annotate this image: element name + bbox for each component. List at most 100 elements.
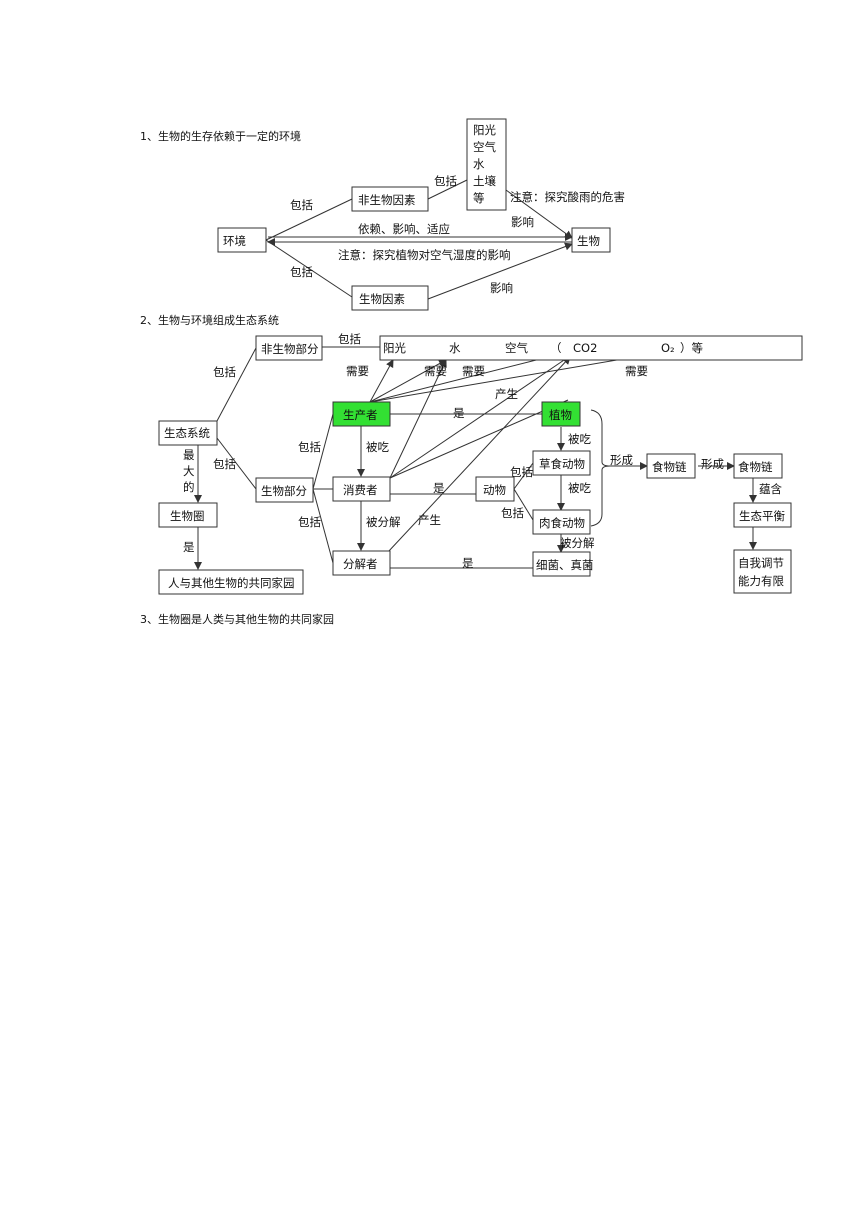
label-include-3: 包括 (434, 174, 457, 188)
box-food-web (733, 453, 783, 479)
heading-2: 2、生物与环境组成生态系统 (140, 313, 279, 327)
label-include-g: 包括 (501, 506, 524, 520)
label-form-2: 形成 (701, 457, 724, 471)
label-biosphere: 生物圈 (170, 509, 205, 523)
label-consumer: 消费者 (343, 483, 378, 497)
label-biotic-part: 生物部分 (261, 484, 307, 498)
label-include-1: 包括 (290, 198, 313, 212)
box-producer (332, 401, 391, 427)
label-include-a: 包括 (338, 332, 361, 346)
box-biotic-part (255, 477, 314, 503)
label-relation: 依赖、影响、适应 (358, 222, 450, 236)
box-abiotic-part (255, 335, 323, 361)
box-biosphere (158, 502, 218, 528)
label-affect-1: 影响 (511, 215, 534, 229)
box-animal (475, 476, 515, 502)
label-ecosystem: 生态系统 (164, 426, 210, 440)
label-include-b: 包括 (213, 365, 236, 379)
label-plant: 植物 (549, 408, 572, 422)
resource-co2: CO2 (573, 341, 597, 355)
box-plant (541, 401, 581, 427)
label-is-3: 是 (462, 556, 474, 570)
box-resources (379, 335, 803, 361)
line-eco-biotic (216, 437, 257, 490)
box-food-chain (646, 453, 696, 479)
line-animal-herbivore (513, 462, 534, 490)
label-organism: 生物 (577, 234, 600, 248)
box-bacteria-fungi (532, 551, 591, 577)
label-food-web: 食物链 (738, 460, 773, 474)
arrow-decomposer-co2 (387, 356, 571, 553)
label-carnivore: 肉食动物 (539, 516, 585, 530)
label-animal: 动物 (483, 483, 506, 497)
label-is-2: 是 (433, 481, 445, 495)
factor-water: 水 (473, 157, 485, 171)
box-organism (571, 227, 611, 253)
line-biotic-producer (312, 413, 334, 490)
box-ecological-balance (733, 502, 792, 528)
label-self-regulation-2: 能力有限 (738, 574, 784, 588)
box-factor-list (466, 118, 507, 211)
factor-soil: 土壤 (473, 174, 496, 188)
note-humidity: 注意：探究植物对空气湿度的影响 (338, 248, 511, 262)
label-environment: 环境 (223, 234, 246, 248)
label-abiotic-factors: 非生物因素 (358, 193, 416, 207)
box-abiotic-factors (351, 186, 429, 212)
line-abiotic-factors (427, 179, 468, 200)
box-decomposer (332, 550, 391, 576)
arrow-consumer-o2-line (389, 355, 571, 479)
resource-paren-open: （ (550, 341, 562, 355)
label-eaten-1: 被吃 (366, 440, 389, 454)
resource-o2: O₂ (661, 341, 675, 355)
label-need-4: 需要 (625, 364, 648, 378)
label-eaten-2: 被吃 (568, 432, 591, 446)
box-herbivore (532, 450, 591, 476)
label-decomposed-1: 被分解 (366, 515, 401, 529)
label-include-e: 包括 (298, 515, 321, 529)
heading-3: 3、生物圈是人类与其他生物的共同家园 (140, 612, 334, 626)
line-consumer-plant (389, 399, 569, 479)
box-self-regulation (733, 549, 792, 594)
label-need-2: 需要 (424, 364, 447, 378)
label-largest-3: 的 (183, 480, 195, 494)
resource-paren-close: ）等 (680, 341, 703, 355)
label-eaten-3: 被吃 (568, 481, 591, 495)
label-need-1: 需要 (346, 364, 369, 378)
bracket-food-chain (590, 409, 611, 527)
label-include-2: 包括 (290, 265, 313, 279)
note-acid-rain: 注意：探究酸雨的危害 (510, 190, 625, 204)
label-include-d: 包括 (298, 440, 321, 454)
label-form-1: 形成 (610, 453, 633, 467)
resource-sun: 阳光 (383, 341, 406, 355)
factor-etc: 等 (473, 191, 485, 205)
label-include-f: 包括 (510, 465, 533, 479)
label-need-3: 需要 (462, 364, 485, 378)
heading-1: 1、生物的生存依赖于一定的环境 (140, 129, 301, 143)
box-consumer (332, 476, 391, 502)
box-ecosystem (158, 420, 218, 446)
box-home (158, 569, 304, 595)
factor-air: 空气 (473, 140, 496, 154)
label-ecological-balance: 生态平衡 (739, 509, 785, 523)
label-contain: 蕴含 (759, 482, 782, 496)
box-carnivore (532, 509, 591, 535)
line-animal-carnivore (513, 488, 534, 521)
label-home: 人与其他生物的共同家园 (168, 576, 295, 590)
label-produce-1: 产生 (495, 387, 518, 401)
arrow-factors-organism (505, 189, 573, 239)
label-largest-1: 最 (183, 448, 195, 462)
resource-air: 空气 (505, 341, 528, 355)
label-is-home: 是 (183, 540, 195, 554)
label-abiotic-part: 非生物部分 (261, 342, 319, 356)
line-eco-abiotic (216, 347, 257, 422)
label-produce-2: 产生 (418, 513, 441, 527)
label-decomposed-2: 被分解 (560, 536, 595, 550)
label-bacteria-fungi: 细菌、真菌 (536, 558, 594, 572)
resource-water: 水 (449, 341, 461, 355)
label-largest-2: 大 (183, 464, 195, 478)
box-environment (217, 227, 267, 253)
factor-sun: 阳光 (473, 123, 496, 137)
arrow-biotic-organism (427, 242, 573, 300)
label-herbivore: 草食动物 (539, 457, 585, 471)
